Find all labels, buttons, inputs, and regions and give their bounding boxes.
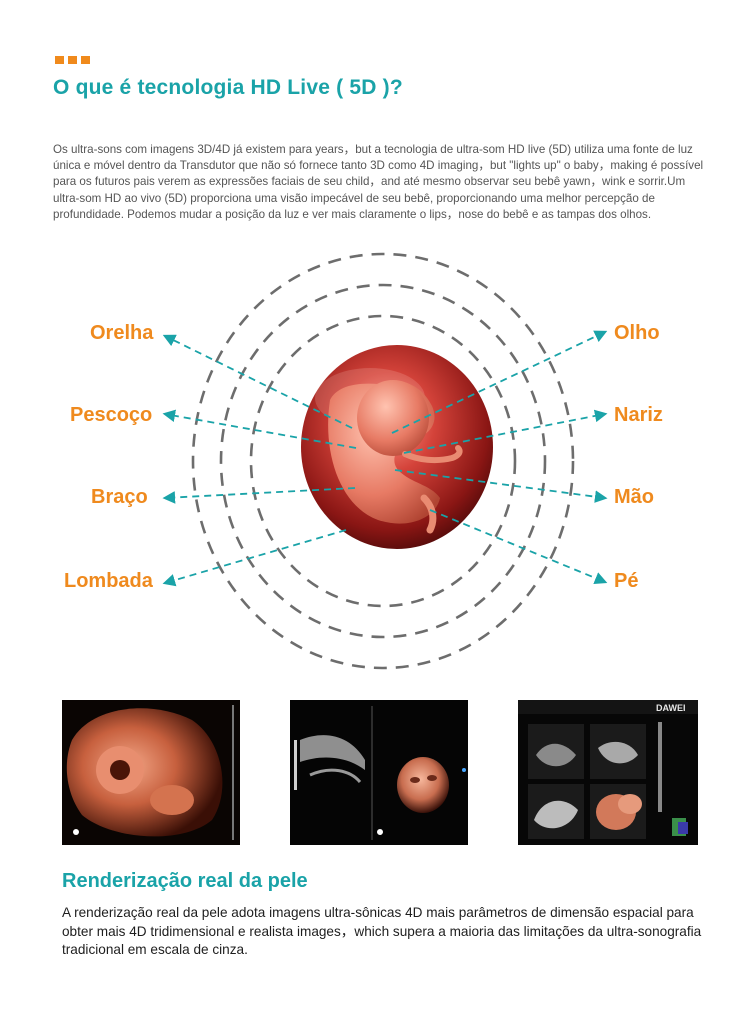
arrow-lombada [162, 529, 347, 587]
label-mao: Mão [614, 486, 654, 508]
brand-logo: DAWEI [656, 703, 686, 713]
arrow-nariz [403, 409, 608, 454]
arrow-olho [391, 330, 608, 434]
label-lombada: Lombada [64, 570, 153, 592]
arrow-pescoco [162, 409, 357, 449]
label-olho: Olho [614, 322, 660, 344]
label-pescoco: Pescoço [70, 404, 153, 426]
fetus-diagram: Orelha Pescoço Braço Lombada Olho Nariz … [0, 248, 754, 688]
label-pe: Pé [614, 570, 639, 592]
intro-paragraph: Os ultra-sons com imagens 3D/4D já exist… [53, 143, 704, 221]
arrow-braco [162, 487, 356, 504]
section-text: A renderização real da pele adota imagen… [62, 905, 702, 957]
dashed-rings [191, 252, 575, 670]
label-nariz: Nariz [614, 404, 663, 426]
fetus-image [301, 345, 493, 549]
arrow-orelha [162, 334, 353, 429]
decorative-squares [55, 56, 90, 64]
label-braco: Braço [91, 486, 148, 508]
arrow-pe [429, 509, 608, 584]
section-title: Renderização real da pele [62, 870, 308, 892]
ultrasound-image-2 [290, 700, 468, 845]
ultrasound-image-1 [62, 700, 240, 845]
ultrasound-image-3: DAWEI [518, 700, 698, 845]
page-title: O que é tecnologia HD Live ( 5D )? [53, 76, 403, 99]
label-orelha: Orelha [90, 322, 154, 344]
